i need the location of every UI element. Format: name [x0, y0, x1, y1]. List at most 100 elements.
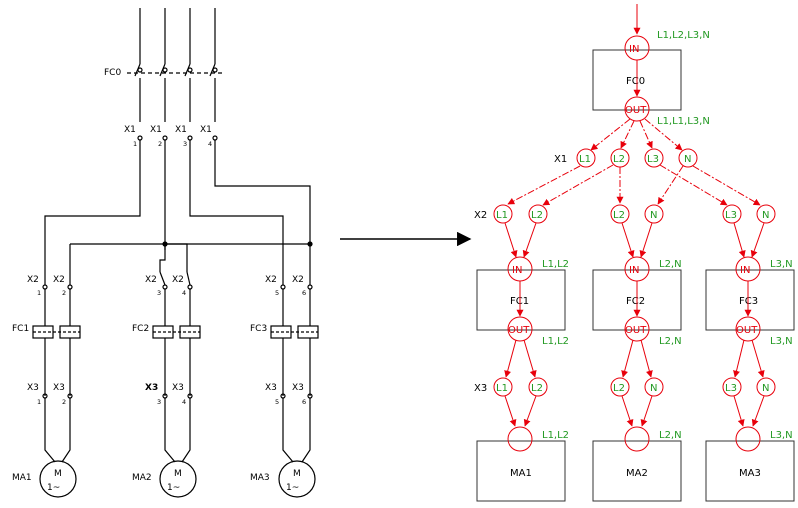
svg-text:L3,N: L3,N — [770, 430, 793, 441]
fc0-out-node — [624, 96, 650, 122]
fc1-block: FC1 IN OUT L1,L2 L1,L2 — [476, 256, 569, 347]
svg-text:L2: L2 — [613, 210, 625, 221]
svg-text:L2: L2 — [531, 210, 543, 221]
svg-text:L1: L1 — [496, 383, 508, 394]
svg-text:X2: X2 — [53, 275, 65, 285]
svg-text:3: 3 — [157, 398, 161, 406]
svg-text:IN: IN — [629, 265, 639, 276]
svg-text:1: 1 — [133, 140, 137, 148]
svg-text:X3: X3 — [27, 383, 39, 393]
svg-text:X3: X3 — [172, 383, 184, 393]
svg-text:L1,L2: L1,L2 — [542, 430, 569, 441]
svg-text:N: N — [762, 210, 769, 221]
svg-text:OUT: OUT — [736, 325, 758, 336]
svg-text:X3: X3 — [53, 383, 65, 393]
svg-text:X3: X3 — [145, 383, 158, 393]
svg-text:X1: X1 — [175, 125, 187, 135]
fc0-label: FC0 — [626, 76, 645, 87]
svg-text:1: 1 — [37, 398, 41, 406]
contactor-fc1 — [32, 325, 81, 339]
svg-text:M: M — [293, 469, 301, 479]
motor-ma1: M 1~ — [39, 460, 77, 498]
x3-terminals: X3 X3 X3 X3 X3 X3 1 2 3 4 5 6 — [27, 383, 313, 406]
x1-label: X1 — [554, 154, 567, 165]
contactor-label-fc1: FC1 — [12, 324, 29, 334]
fc0-out-label: L1,L1,L3,N — [657, 116, 710, 127]
svg-text:4: 4 — [208, 140, 212, 148]
svg-text:1~: 1~ — [286, 483, 299, 493]
svg-text:IN: IN — [629, 44, 639, 55]
svg-text:X2: X2 — [27, 275, 39, 285]
svg-text:M: M — [54, 469, 62, 479]
svg-text:OUT: OUT — [508, 325, 530, 336]
breaker-fc0 — [127, 63, 222, 122]
svg-text:X1: X1 — [150, 125, 162, 135]
svg-text:3: 3 — [157, 289, 161, 297]
x3-label: X3 — [474, 383, 487, 394]
svg-text:L2: L2 — [613, 154, 625, 165]
svg-text:X2: X2 — [265, 275, 277, 285]
top-phase-label: L1,L2,L3,N — [657, 30, 710, 41]
graph-model: L1,L2,L3,N FC0 IN OUT L1,L1,L3,N X1 L1 L… — [474, 4, 795, 502]
motor-label-ma2: MA2 — [132, 473, 152, 483]
x2-label: X2 — [474, 210, 487, 221]
svg-text:MA2: MA2 — [626, 468, 648, 479]
svg-text:IN: IN — [512, 265, 522, 276]
svg-text:M: M — [174, 469, 182, 479]
svg-text:L1: L1 — [496, 210, 508, 221]
svg-text:L3: L3 — [725, 210, 737, 221]
svg-text:L2,N: L2,N — [659, 336, 682, 347]
ma2-block: MA2 L2,N — [592, 426, 682, 502]
contactor-label-fc2: FC2 — [132, 324, 149, 334]
svg-text:N: N — [650, 383, 657, 394]
svg-text:L1,L2: L1,L2 — [542, 259, 569, 270]
x2-terminals: X2 X2 X2 X2 X2 X2 1 2 3 4 5 6 — [27, 275, 313, 297]
svg-text:5: 5 — [275, 289, 279, 297]
svg-text:L3: L3 — [725, 383, 737, 394]
motor-ma2: M 1~ — [159, 460, 197, 498]
motor-ma3: M 1~ — [278, 460, 316, 498]
ma1-block: MA1 L1,L2 — [476, 426, 569, 502]
svg-text:4: 4 — [182, 398, 186, 406]
svg-text:5: 5 — [275, 398, 279, 406]
svg-text:1~: 1~ — [167, 483, 180, 493]
svg-text:L3,N: L3,N — [770, 336, 793, 347]
contactor-fc3 — [270, 325, 319, 339]
fc3-block: FC3 IN OUT L3,N L3,N — [705, 256, 795, 347]
svg-text:X2: X2 — [172, 275, 184, 285]
svg-text:L3: L3 — [647, 154, 659, 165]
electrical-schematic: FC0 X1 X1 X1 X1 1 2 3 4 X2 X2 — [12, 8, 319, 498]
svg-text:N: N — [650, 210, 657, 221]
svg-text:X3: X3 — [292, 383, 304, 393]
x1-node-row: L1 L2 L3 N — [576, 148, 698, 168]
svg-text:OUT: OUT — [625, 325, 647, 336]
motor-label-ma3: MA3 — [250, 473, 270, 483]
fc2-block: FC2 IN OUT L2,N L2,N — [592, 256, 682, 347]
x2-node-row: L1 L2 L2 N L3 N — [493, 204, 776, 224]
svg-text:1~: 1~ — [47, 483, 60, 493]
svg-text:X1: X1 — [200, 125, 212, 135]
contactor-label-fc3: FC3 — [250, 324, 267, 334]
svg-text:FC3: FC3 — [739, 296, 758, 307]
x3-node-row: L1 L2 L2 N L3 N — [493, 377, 776, 397]
svg-text:4: 4 — [182, 289, 186, 297]
x1-terminals: X1 X1 X1 X1 1 2 3 4 — [124, 125, 218, 148]
svg-text:L2,N: L2,N — [659, 259, 682, 270]
svg-text:L3,N: L3,N — [770, 259, 793, 270]
svg-text:MA1: MA1 — [510, 468, 532, 479]
svg-text:X2: X2 — [145, 275, 157, 285]
svg-text:X1: X1 — [124, 125, 136, 135]
svg-text:IN: IN — [740, 265, 750, 276]
svg-text:L2,N: L2,N — [659, 430, 682, 441]
svg-text:MA3: MA3 — [739, 468, 761, 479]
svg-text:X3: X3 — [265, 383, 277, 393]
svg-text:N: N — [762, 383, 769, 394]
motor-label-ma1: MA1 — [12, 473, 32, 483]
svg-text:L2: L2 — [531, 383, 543, 394]
svg-text:3: 3 — [183, 140, 187, 148]
svg-text:2: 2 — [62, 289, 66, 297]
svg-text:X2: X2 — [292, 275, 304, 285]
contactor-fc2 — [152, 325, 201, 339]
svg-text:1: 1 — [37, 289, 41, 297]
